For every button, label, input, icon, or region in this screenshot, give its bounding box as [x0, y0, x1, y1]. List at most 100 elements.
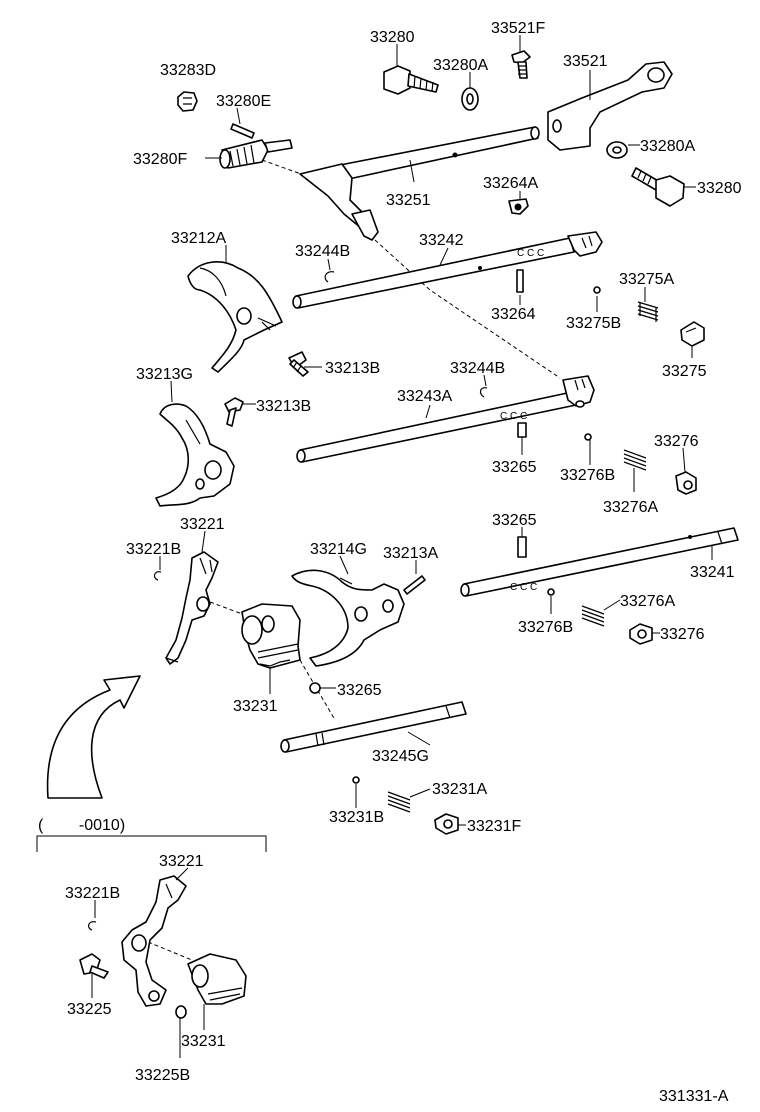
label-inset-33225B: 33225B — [135, 1067, 190, 1084]
label-33231A: 33231A — [432, 781, 487, 798]
inset-lever-33221 — [121, 875, 187, 1007]
label-33275: 33275 — [662, 363, 707, 380]
shaft-33243A: C C C — [296, 375, 595, 463]
label-33280A-right: 33280A — [640, 138, 695, 155]
fork-33214G — [291, 569, 405, 667]
label-33275A: 33275A — [619, 271, 674, 288]
part-labels: 33280 33521F 33283D 33280A 33521 33280E … — [38, 20, 742, 1105]
label-33231: 33231 — [233, 698, 278, 715]
label-inset-33221: 33221 — [159, 853, 204, 870]
label-33276A-bot: 33276A — [620, 593, 675, 610]
inset-bracket — [36, 835, 267, 852]
label-33244B-mid: 33244B — [450, 360, 505, 377]
label-33264: 33264 — [491, 306, 536, 323]
label-33280A-top: 33280A — [433, 57, 488, 74]
ball-33276B-top — [584, 433, 592, 441]
label-33265-top: 33265 — [492, 459, 537, 476]
label-33213B-mid: 33213B — [256, 398, 311, 415]
plug-33231F — [434, 813, 459, 835]
pin-33265-mid — [517, 536, 527, 558]
label-33241: 33241 — [690, 564, 735, 581]
label-33231B: 33231B — [329, 809, 384, 826]
screw-33521F — [511, 50, 531, 79]
range-label: ( -0010) — [38, 817, 125, 834]
label-inset-33221B: 33221B — [65, 885, 120, 902]
label-33275B: 33275B — [566, 315, 621, 332]
pin-33264 — [516, 269, 524, 293]
label-33280E: 33280E — [216, 93, 271, 110]
inset-clip-33221B — [87, 921, 97, 931]
label-33264A: 33264A — [483, 175, 538, 192]
label-33242: 33242 — [419, 232, 464, 249]
shaft-33241: C C C — [460, 527, 739, 597]
svg-text:C C C: C C C — [517, 248, 544, 259]
label-33244B-top: 33244B — [295, 243, 350, 260]
label-33276-bot: 33276 — [660, 626, 705, 643]
leader-lines — [91, 35, 713, 1058]
label-33276A-top: 33276A — [603, 499, 658, 516]
lever-33221 — [165, 551, 219, 665]
label-33521: 33521 — [563, 53, 608, 70]
lever-33521 — [547, 61, 673, 151]
label-33213G: 33213G — [136, 366, 193, 383]
label-33213B-top: 33213B — [325, 360, 380, 377]
label-33276B-top: 33276B — [560, 467, 615, 484]
label-33276-top: 33276 — [654, 433, 699, 450]
bolt-33213B-top — [288, 351, 309, 377]
spring-33275A — [637, 301, 659, 322]
curved-arrow-icon — [46, 675, 141, 799]
spring-33276A-bot — [581, 605, 605, 627]
spring-33276A-top — [623, 449, 647, 471]
plug-33275 — [680, 321, 705, 347]
clip-33221B — [153, 571, 162, 581]
clip-33244B-top — [324, 271, 335, 283]
washer-33280A-top — [461, 87, 479, 111]
label-33221: 33221 — [180, 516, 225, 533]
label-33245G: 33245G — [372, 748, 429, 765]
svg-text:C C C: C C C — [510, 582, 537, 593]
fork-33212A — [187, 261, 283, 373]
shaft-33245G — [280, 701, 467, 753]
label-33521F: 33521F — [491, 20, 545, 37]
label-33221B: 33221B — [126, 541, 181, 558]
label-33280-right: 33280 — [697, 180, 742, 197]
inset-head-33231 — [187, 953, 247, 1005]
label-33231F: 33231F — [467, 818, 521, 835]
cap-33264A — [508, 198, 529, 215]
label-33213A: 33213A — [383, 545, 438, 562]
head-33231 — [241, 603, 301, 669]
label-inset-33231: 33231 — [181, 1033, 226, 1050]
svg-text:C C C: C C C — [500, 411, 527, 422]
ball-33231B — [352, 776, 360, 784]
inset-bolt-33225 — [79, 953, 109, 979]
shaft-33251 — [299, 126, 540, 241]
inset-pin-33225B — [175, 1005, 187, 1019]
label-33243A: 33243A — [397, 388, 452, 405]
pin-33265-top — [517, 422, 527, 438]
pin-33265-low — [309, 682, 321, 694]
nut-33283D — [177, 91, 198, 112]
label-33276B-bot: 33276B — [518, 619, 573, 636]
label-inset-33225: 33225 — [67, 1001, 112, 1018]
washer-33280A-right — [606, 141, 628, 159]
clip-33244B-mid — [479, 387, 488, 398]
bolt-33280 — [383, 65, 439, 95]
bolt-33213B-mid — [224, 397, 244, 427]
ball-33275B — [593, 286, 601, 294]
label-33251: 33251 — [386, 192, 431, 209]
pin-33213A — [403, 575, 426, 595]
label-33214G: 33214G — [310, 541, 367, 558]
pin-33280E — [230, 123, 255, 139]
figure-id: 331331-A — [659, 1088, 729, 1105]
fork-33213G — [155, 403, 235, 507]
label-33280: 33280 — [370, 29, 415, 46]
spring-33231A — [387, 791, 411, 813]
label-33265-low: 33265 — [337, 682, 382, 699]
label-33212A: 33212A — [171, 230, 226, 247]
ball-33276B-bot — [547, 588, 555, 596]
label-33283D: 33283D — [160, 62, 216, 79]
shaft-33242: C C C — [292, 231, 603, 309]
bolt-33280-right — [631, 167, 685, 207]
plug-33276-top — [675, 471, 697, 495]
